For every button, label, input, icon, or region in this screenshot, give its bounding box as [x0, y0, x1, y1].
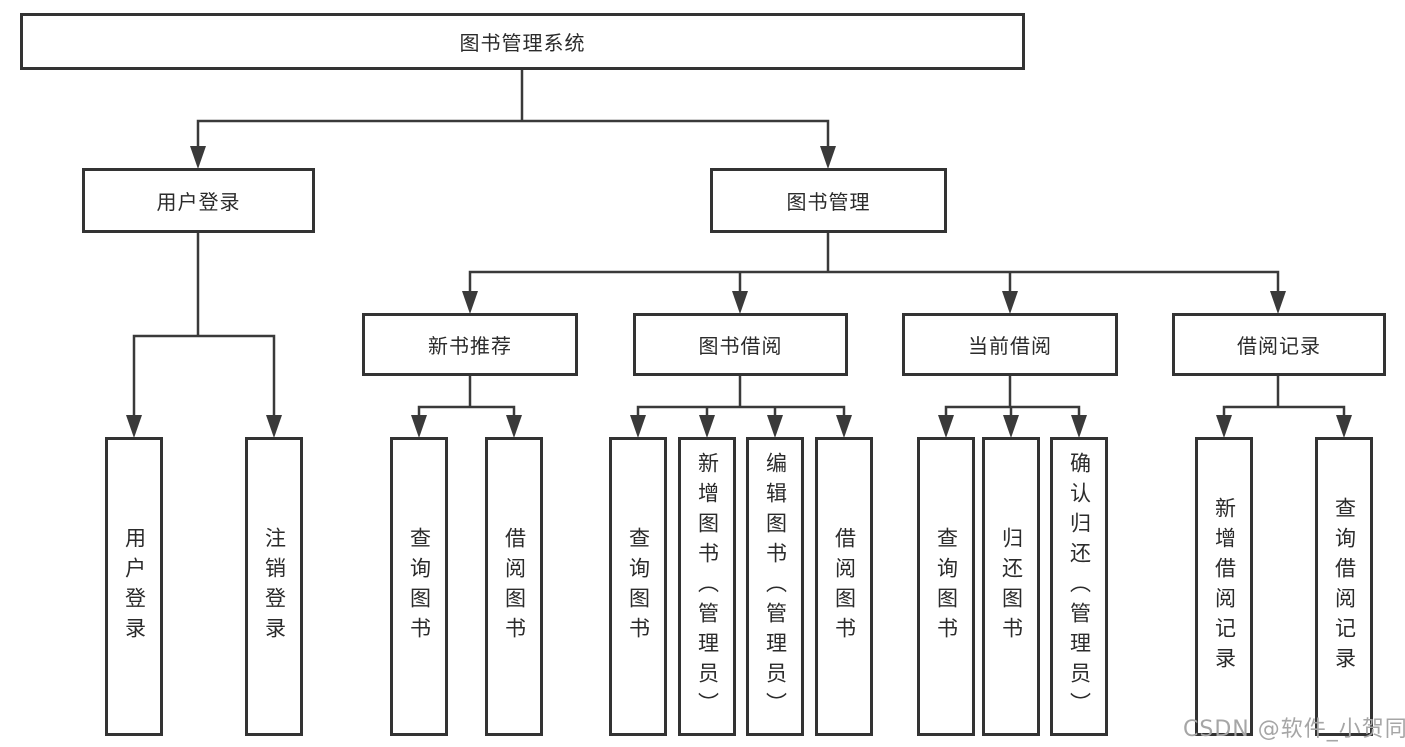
- connector-bookmgmt-bracket: [468, 270, 1280, 296]
- node-borrow-records: 借阅记录: [1172, 313, 1386, 376]
- arrow-down-icon: [1270, 291, 1286, 314]
- node-label: 确认归还（管理员）: [1067, 451, 1092, 722]
- node-label: 当前借阅: [968, 334, 1052, 358]
- arrow-down-icon: [699, 415, 715, 438]
- connector-newbook-bracket: [417, 405, 516, 420]
- leaf-query-borrow-record: 查询借阅记录: [1315, 437, 1373, 736]
- node-label: 借阅记录: [1237, 334, 1321, 358]
- node-label: 用户登录: [122, 526, 147, 647]
- node-book-management-group: 图书管理: [710, 168, 947, 233]
- leaf-edit-books-admin: 编辑图书（管理员）: [746, 437, 804, 736]
- arrow-down-icon: [506, 415, 522, 438]
- connector-records-bracket: [1222, 405, 1346, 420]
- node-label: 用户登录: [156, 190, 241, 214]
- node-label: 新增图书（管理员）: [695, 451, 720, 722]
- arrow-down-icon: [126, 415, 142, 438]
- node-root-system: 图书管理系统: [20, 13, 1025, 70]
- arrowheads: [126, 146, 1352, 438]
- node-book-borrow: 图书借阅: [633, 313, 848, 376]
- arrow-down-icon: [190, 146, 206, 169]
- connector-userlogin-bracket: [132, 334, 276, 420]
- connector-current-bracket: [944, 405, 1081, 420]
- leaf-query-books-recommend: 查询图书: [390, 437, 448, 736]
- csdn-watermark: CSDN @软件_小贺同学: [1183, 717, 1405, 742]
- leaf-logout: 注销登录: [245, 437, 303, 736]
- node-user-login-group: 用户登录: [82, 168, 315, 233]
- leaf-add-books-admin: 新增图书（管理员）: [678, 437, 736, 736]
- node-label: 新书推荐: [428, 334, 512, 358]
- node-label: 归还图书: [999, 526, 1024, 647]
- leaf-add-borrow-record: 新增借阅记录: [1195, 437, 1253, 736]
- connector-root-bracket: [196, 119, 830, 150]
- leaf-borrow-books: 借阅图书: [815, 437, 873, 736]
- leaf-query-books-current: 查询图书: [917, 437, 975, 736]
- leaf-confirm-return-admin: 确认归还（管理员）: [1050, 437, 1108, 736]
- node-label: 查询图书: [934, 526, 959, 647]
- node-label: 编辑图书（管理员）: [763, 451, 788, 722]
- arrow-down-icon: [1002, 291, 1018, 314]
- arrow-down-icon: [1003, 415, 1019, 438]
- node-label: 图书管理: [786, 190, 871, 214]
- node-label: 新增借阅记录: [1212, 496, 1237, 677]
- node-label: 查询图书: [407, 526, 432, 647]
- node-label: 图书管理系统: [459, 31, 586, 55]
- node-new-book-recommend: 新书推荐: [362, 313, 578, 376]
- leaf-borrow-books-recommend: 借阅图书: [485, 437, 543, 736]
- arrow-down-icon: [836, 415, 852, 438]
- leaf-user-login: 用户登录: [105, 437, 163, 736]
- arrow-down-icon: [1071, 415, 1087, 438]
- leaf-query-books-borrow: 查询图书: [609, 437, 667, 736]
- node-label: 借阅图书: [832, 526, 857, 647]
- arrow-down-icon: [767, 415, 783, 438]
- arrow-down-icon: [462, 291, 478, 314]
- arrow-down-icon: [411, 415, 427, 438]
- leaf-return-books: 归还图书: [982, 437, 1040, 736]
- arrow-down-icon: [820, 146, 836, 169]
- arrow-down-icon: [732, 291, 748, 314]
- arrow-down-icon: [266, 415, 282, 438]
- connector-borrow-bracket: [636, 405, 846, 420]
- node-label: 借阅图书: [502, 526, 527, 647]
- node-label: 图书借阅: [698, 334, 783, 358]
- arrow-down-icon: [1336, 415, 1352, 438]
- arrow-down-icon: [938, 415, 954, 438]
- node-label: 查询借阅记录: [1332, 496, 1357, 677]
- node-label: 查询图书: [626, 526, 651, 647]
- arrow-down-icon: [630, 415, 646, 438]
- node-label: 注销登录: [262, 526, 287, 647]
- arrow-down-icon: [1216, 415, 1232, 438]
- node-current-borrow: 当前借阅: [902, 313, 1118, 376]
